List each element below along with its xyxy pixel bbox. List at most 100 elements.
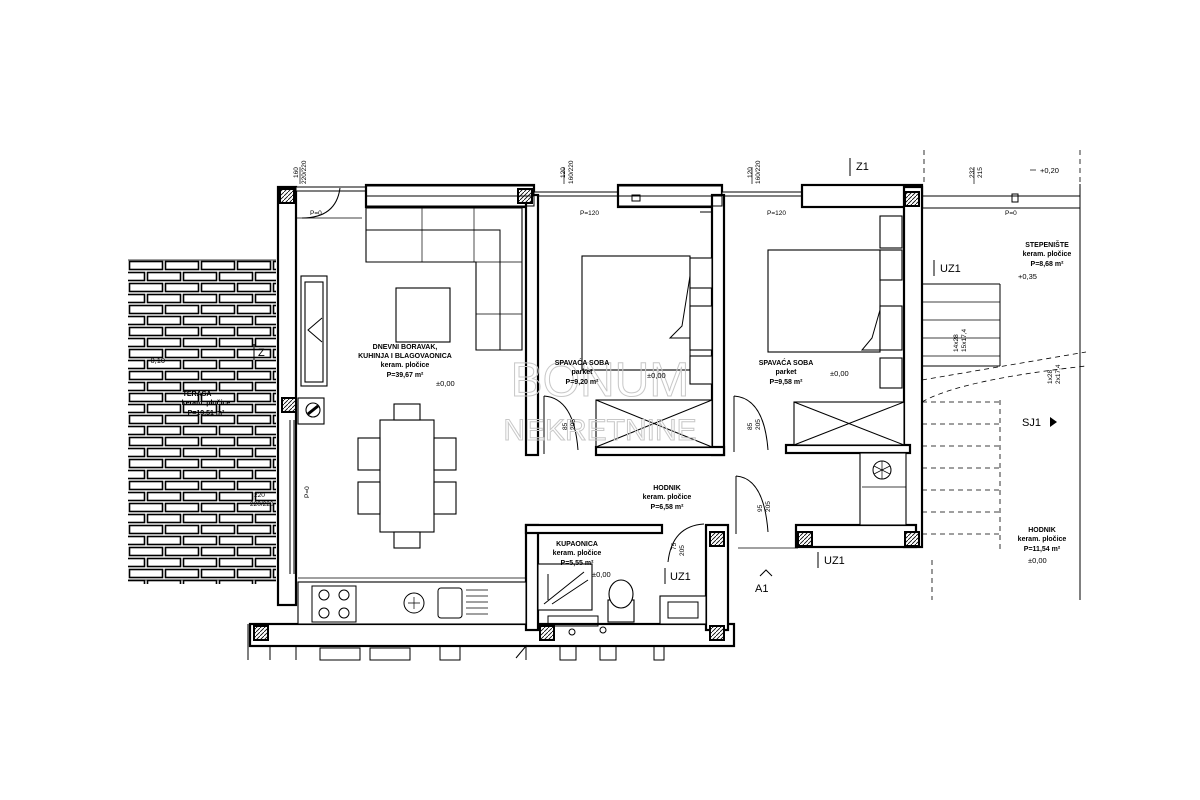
svg-text:HODNIK: HODNIK <box>1028 527 1056 534</box>
svg-text:TERASA: TERASA <box>183 391 212 398</box>
svg-text:KUPAONICA: KUPAONICA <box>556 541 598 548</box>
room-hall-label: HODNIK keram. pločice P=6,58 m² <box>643 485 692 511</box>
svg-text:UZ1: UZ1 <box>670 571 691 583</box>
svg-text:±0,00: ±0,00 <box>592 570 611 579</box>
svg-text:±0,00: ±0,00 <box>1028 556 1047 565</box>
svg-text:P=120: P=120 <box>580 210 599 217</box>
dimension-labels: 160 220/220 120 160/220 120 160/220 232 … <box>250 160 1062 556</box>
svg-text:P=5,55 m²: P=5,55 m² <box>561 560 595 567</box>
svg-text:keram. pločice: keram. pločice <box>1023 251 1072 258</box>
kitchen-counter <box>297 577 527 625</box>
svg-text:75: 75 <box>671 542 678 550</box>
svg-text:P=0: P=0 <box>304 486 311 498</box>
svg-text:P=39,67 m²: P=39,67 m² <box>387 372 424 379</box>
svg-text:220: 220 <box>254 492 265 499</box>
svg-text:STEPENIŠTE: STEPENIŠTE <box>1025 240 1069 249</box>
svg-text:P=0: P=0 <box>310 210 322 217</box>
lower-building <box>269 644 665 661</box>
svg-text:NEKRETNINE: NEKRETNINE <box>503 414 696 447</box>
dining-table <box>357 403 457 549</box>
svg-text:205: 205 <box>679 545 686 556</box>
svg-text:P=11,54 m²: P=11,54 m² <box>1024 546 1061 553</box>
coffee-table <box>395 287 451 343</box>
room-bath-label: KUPAONICA keram. pločice P=5,55 m² ±0,00 <box>553 541 611 579</box>
svg-text:120: 120 <box>560 167 567 178</box>
sill-labels: P=0 P=120 P=120 P=0 P=0 <box>304 210 1017 498</box>
svg-text:parket: parket <box>775 369 797 376</box>
svg-text:SPAVAĆA SOBA: SPAVAĆA SOBA <box>555 358 610 367</box>
svg-text:2x17,4: 2x17,4 <box>1055 364 1062 384</box>
svg-text:Z: Z <box>258 347 265 359</box>
svg-text:P=19,51 m²: P=19,51 m² <box>188 410 225 417</box>
svg-text:P=8,68 m²: P=8,68 m² <box>1031 261 1065 268</box>
element-tags: Z1 Z UZ1 SJ1 UZ1 UZ1 A1 <box>253 158 1057 595</box>
svg-text:HODNIK: HODNIK <box>653 485 681 492</box>
svg-text:SJ1: SJ1 <box>1022 417 1041 429</box>
svg-text:+0,35: +0,35 <box>1018 272 1037 281</box>
svg-text:keram. pločice: keram. pločice <box>553 550 602 557</box>
svg-text:±0,00: ±0,00 <box>436 379 455 388</box>
hall-doors <box>296 187 798 563</box>
room-corridor-label: HODNIK keram. pločice P=11,54 m² ±0,00 <box>1018 527 1067 565</box>
svg-text:160/220: 160/220 <box>568 160 575 184</box>
room-stair-label: STEPENIŠTE keram. pločice P=8,68 m² +0,3… <box>1018 240 1071 281</box>
dimension-ticks <box>299 167 975 184</box>
svg-text:205: 205 <box>570 419 577 430</box>
windows <box>365 185 723 207</box>
svg-text:220/220: 220/220 <box>250 501 274 508</box>
terrace-door <box>128 420 295 660</box>
watermark: BONUM NEKRETNINE <box>503 354 697 448</box>
staircase <box>921 150 1087 600</box>
columns <box>253 188 920 641</box>
svg-text:keram. pločice: keram. pločice <box>1018 536 1067 543</box>
svg-text:P=9,20 m²: P=9,20 m² <box>566 379 600 386</box>
svg-text:SPAVAĆA SOBA: SPAVAĆA SOBA <box>759 358 814 367</box>
room-bedroom1-label: SPAVAĆA SOBA parket P=9,20 m² ±0,00 <box>555 358 666 386</box>
sofa <box>365 207 523 351</box>
level-top-right: +0,20 <box>1040 166 1059 175</box>
svg-text:DNEVNI BORAVAK,: DNEVNI BORAVAK, <box>373 344 438 351</box>
svg-text:1x28: 1x28 <box>1047 370 1054 384</box>
terrace-tiles <box>128 259 276 584</box>
svg-text:parket: parket <box>571 369 593 376</box>
svg-text:160: 160 <box>293 167 300 178</box>
svg-text:A1: A1 <box>755 583 768 595</box>
fireplace-unit <box>297 397 325 425</box>
room-living-label: DNEVNI BORAVAK, KUHINJA I BLAGOVAONICA k… <box>358 344 455 388</box>
svg-text:85: 85 <box>562 422 569 430</box>
svg-text:85: 85 <box>747 422 754 430</box>
svg-text:P=0: P=0 <box>1005 210 1017 217</box>
svg-text:UZ1: UZ1 <box>824 555 845 567</box>
bathroom-fixtures <box>537 563 707 636</box>
svg-text:Z1: Z1 <box>856 161 869 173</box>
svg-text:±0,00: ±0,00 <box>647 371 666 380</box>
svg-text:-0,10: -0,10 <box>148 356 165 365</box>
svg-text:BONUM: BONUM <box>511 354 690 407</box>
svg-text:UZ1: UZ1 <box>940 263 961 275</box>
svg-text:160/220: 160/220 <box>755 160 762 184</box>
svg-text:keram. pločice: keram. pločice <box>182 400 231 407</box>
svg-text:±0,00: ±0,00 <box>830 369 849 378</box>
svg-text:232: 232 <box>969 167 976 178</box>
svg-text:120: 120 <box>747 167 754 178</box>
svg-text:95: 95 <box>757 504 764 512</box>
bedroom1-furniture <box>543 211 713 454</box>
boiler <box>862 460 906 488</box>
svg-text:215: 215 <box>977 167 984 178</box>
svg-text:14x28: 14x28 <box>953 334 960 352</box>
svg-text:P=9,58 m²: P=9,58 m² <box>770 379 804 386</box>
svg-text:P=120: P=120 <box>767 210 786 217</box>
tv-unit <box>300 275 328 387</box>
svg-text:keram. pločice: keram. pločice <box>381 362 430 369</box>
svg-text:205: 205 <box>765 501 772 512</box>
svg-text:220/220: 220/220 <box>301 160 308 184</box>
room-bedroom2-label: SPAVAĆA SOBA parket P=9,58 m² ±0,00 <box>759 358 849 386</box>
room-terrace-label: TERASA keram. pločice P=19,51 m² -0,10 <box>148 356 230 417</box>
bedroom2-furniture <box>733 215 905 452</box>
svg-text:205: 205 <box>755 419 762 430</box>
svg-text:keram. pločice: keram. pločice <box>643 494 692 501</box>
svg-text:KUHINJA I BLAGOVAONICA: KUHINJA I BLAGOVAONICA <box>358 353 452 360</box>
svg-text:P=6,58 m²: P=6,58 m² <box>651 504 685 511</box>
svg-text:15x17,4: 15x17,4 <box>961 328 968 352</box>
